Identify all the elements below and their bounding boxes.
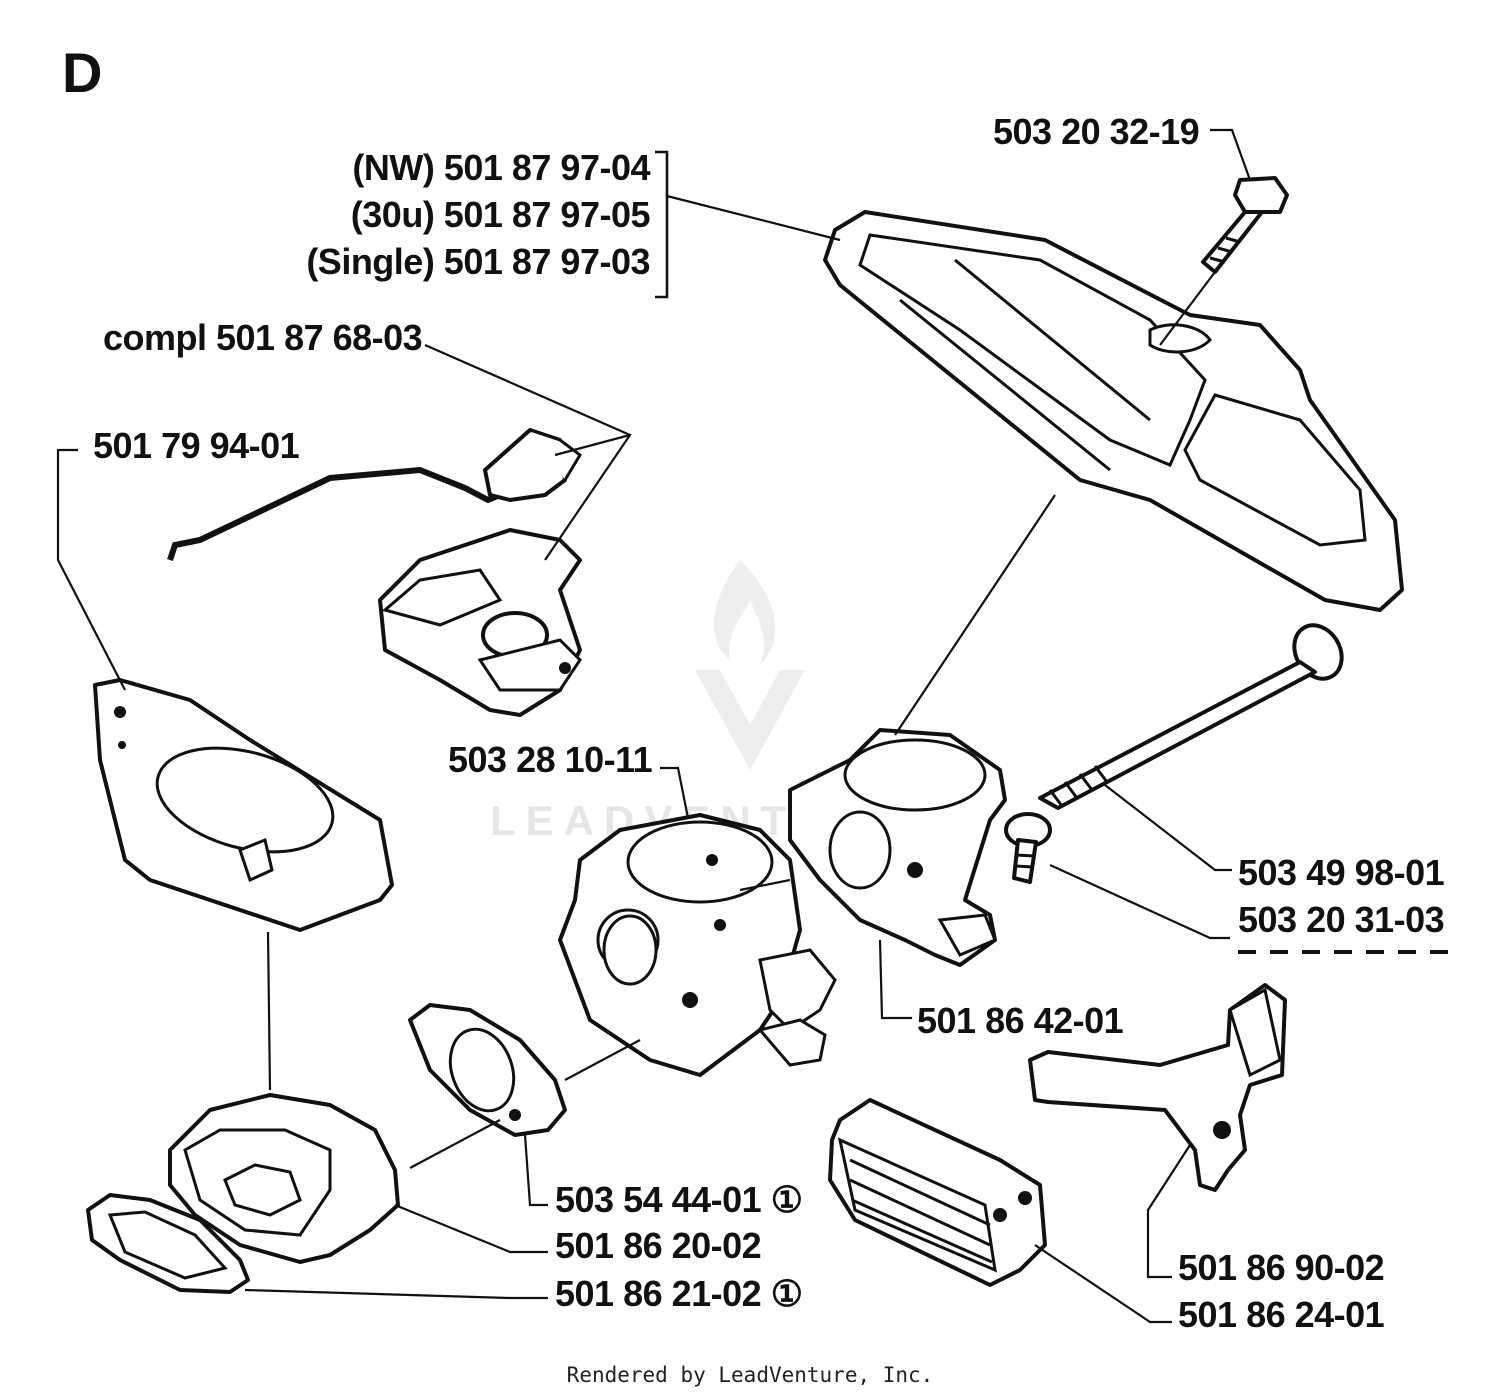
middle-gasket (408, 1003, 567, 1137)
carburetor (558, 813, 837, 1077)
label-30u: (30u) 501 87 97-05 (351, 194, 651, 235)
top-screw (1201, 176, 1289, 274)
label-bottom-gasket: 501 86 21-02 ① (555, 1273, 802, 1314)
label-small-screw: 503 20 31-03 (1238, 899, 1444, 940)
label-carburetor: 503 28 10-11 (448, 739, 653, 780)
label-single: (Single) 501 87 97-03 (306, 241, 650, 282)
choke-assembly (378, 528, 582, 717)
gasket-plate (93, 678, 394, 1091)
label-nw: (NW) 501 87 97-04 (352, 147, 650, 188)
lever (1028, 983, 1287, 1192)
small-screw (1004, 812, 1052, 884)
section-letter: D (62, 41, 102, 104)
watermark-logo (695, 560, 805, 770)
label-top-screw: 503 20 32-19 (993, 111, 1199, 152)
label-lever: 501 86 90-02 (1178, 1247, 1384, 1288)
label-long-bolt: 503 49 98-01 (1238, 852, 1445, 893)
footer-credit: Rendered by LeadVenture, Inc. (567, 1363, 934, 1387)
label-middle-gasket: 503 54 44-01 ① (555, 1179, 802, 1220)
leader-lines (56, 128, 1458, 1324)
label-intake-body: 501 86 42-01 (917, 1000, 1124, 1041)
label-adapter: 501 86 20-02 (555, 1225, 761, 1266)
air-filter-cover (823, 210, 1404, 612)
air-filter-element (828, 1098, 1047, 1287)
intake-body (788, 728, 1007, 967)
label-gasket-plate: 501 79 94-01 (93, 425, 300, 466)
bottom-gasket (86, 1193, 250, 1294)
long-bolt (1038, 623, 1344, 810)
choke-rod (167, 428, 582, 561)
label-compl: compl 501 87 68-03 (103, 317, 422, 358)
label-air-filter: 501 86 24-01 (1178, 1294, 1385, 1335)
